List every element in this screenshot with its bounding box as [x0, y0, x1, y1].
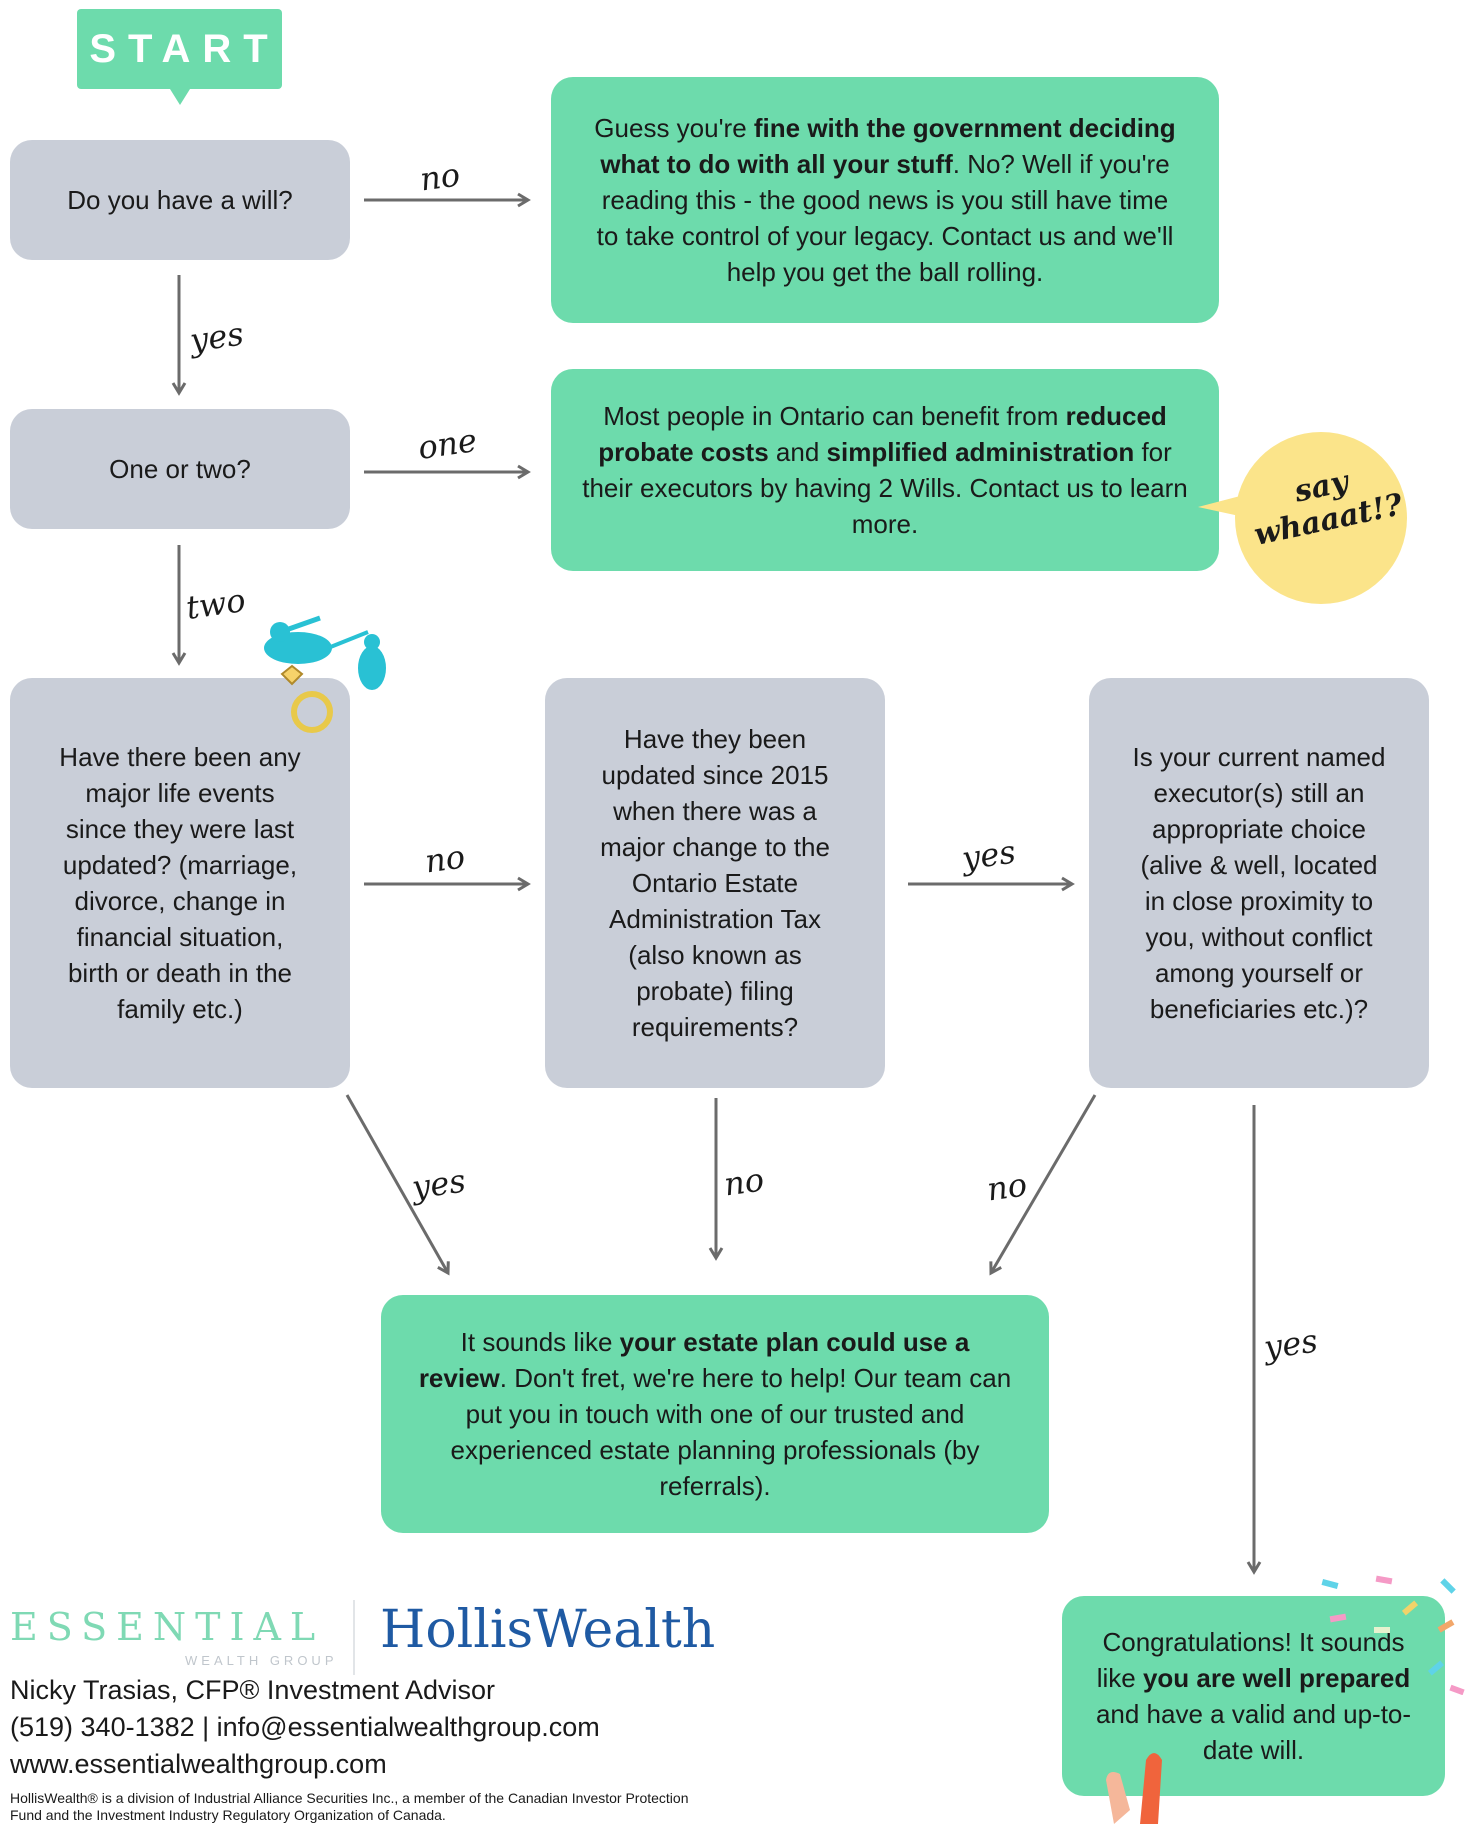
- essential-logo-wordmark: ESSENTIAL: [10, 1605, 325, 1649]
- result-one-will-text: Most people in Ontario can benefit from …: [577, 398, 1193, 542]
- disclaimer-text: HollisWealth® is a division of Industria…: [10, 1790, 689, 1823]
- emphasis-text: your estate plan could use a review: [418, 1327, 970, 1393]
- edge-label-q3-no: no: [422, 837, 468, 881]
- essential-wealth-logo: ESSENTIAL WEALTH GROUP: [10, 1605, 334, 1668]
- question-life-events: Have there been any major life events si…: [10, 678, 350, 1088]
- question-one-or-two-text: One or two?: [109, 454, 251, 484]
- advisor-name: Nicky Trasias, CFP® Investment Advisor: [10, 1675, 496, 1705]
- question-life-events-text: Have there been any major life events si…: [59, 742, 301, 1024]
- body-text: . Don't fret, we're here to help! Our te…: [450, 1363, 1012, 1501]
- edge-label-q3-yes: yes: [409, 1161, 468, 1207]
- emphasis-text: you are well prepared: [1142, 1663, 1411, 1693]
- body-text: for their executors by having 2 Wills. C…: [582, 437, 1188, 539]
- body-text: and have a valid and up-to-date will.: [1095, 1699, 1412, 1765]
- emphasis-text: fine with the government deciding what t…: [600, 113, 1176, 179]
- body-text: Most people in Ontario can benefit from: [603, 401, 1066, 431]
- result-congratulations: Congratulations! It sounds like you are …: [1062, 1596, 1445, 1796]
- arrow-q5-no: [989, 1094, 1097, 1276]
- result-one-will: Most people in Ontario can benefit from …: [551, 369, 1219, 571]
- website-link[interactable]: www.essentialwealthgroup.com: [10, 1749, 387, 1779]
- result-congratulations-text: Congratulations! It sounds like you are …: [1080, 1624, 1427, 1768]
- question-executor-appropriate: Is your current named executor(s) still …: [1089, 678, 1429, 1088]
- edge-label-q2-one: one: [415, 421, 480, 467]
- clapping-hands-icon: [1106, 1753, 1162, 1824]
- result-review: It sounds like your estate plan could us…: [381, 1295, 1049, 1533]
- emphasis-text: simplified administration: [826, 437, 1135, 467]
- edge-label-q1-no: no: [417, 155, 463, 199]
- result-review-text: It sounds like your estate plan could us…: [417, 1324, 1013, 1504]
- confetti-icon: [1321, 1575, 1465, 1695]
- start-label: START: [89, 26, 280, 71]
- body-text: and: [768, 437, 827, 467]
- question-executor-appropriate-text: Is your current named executor(s) still …: [1132, 742, 1386, 1024]
- speech-bubble-tail: [1198, 495, 1244, 517]
- emphasis-text: reduced probate costs: [598, 401, 1167, 467]
- question-have-will: Do you have a will?: [10, 140, 350, 260]
- edge-label-q1-yes: yes: [187, 314, 246, 360]
- arrow-q3-yes: [345, 1094, 450, 1276]
- edge-label-q4-no: no: [721, 1160, 767, 1204]
- start-tag-pointer: [170, 89, 190, 105]
- logo-divider: [353, 1600, 355, 1675]
- question-one-or-two: One or two?: [10, 409, 350, 529]
- result-no-will-text: Guess you're fine with the government de…: [591, 110, 1179, 290]
- edge-label-q4-yes: yes: [959, 832, 1018, 878]
- body-text: Congratulations! It sounds like: [1096, 1627, 1405, 1693]
- stork-ring-icon: [264, 615, 386, 733]
- essential-logo-subtitle: WEALTH GROUP: [185, 1653, 338, 1668]
- question-updated-since-2015-text: Have they been updated since 2015 when t…: [600, 724, 830, 1042]
- result-no-will: Guess you're fine with the government de…: [551, 77, 1219, 323]
- question-updated-since-2015: Have they been updated since 2015 when t…: [545, 678, 885, 1088]
- holliswealth-logo: HollisWealth: [380, 1600, 716, 1660]
- start-tag: START: [77, 9, 282, 89]
- question-have-will-text: Do you have a will?: [67, 185, 293, 215]
- body-text: It sounds like: [460, 1327, 620, 1357]
- edge-label-q5-no: no: [984, 1165, 1030, 1209]
- edge-label-q5-yes: yes: [1261, 1321, 1320, 1367]
- body-text: Guess you're: [594, 113, 754, 143]
- body-text: . No? Well if you're reading this - the …: [596, 149, 1174, 287]
- contact-info[interactable]: (519) 340-1382 | info@essentialwealthgro…: [10, 1712, 600, 1742]
- speech-bubble: [1235, 432, 1407, 604]
